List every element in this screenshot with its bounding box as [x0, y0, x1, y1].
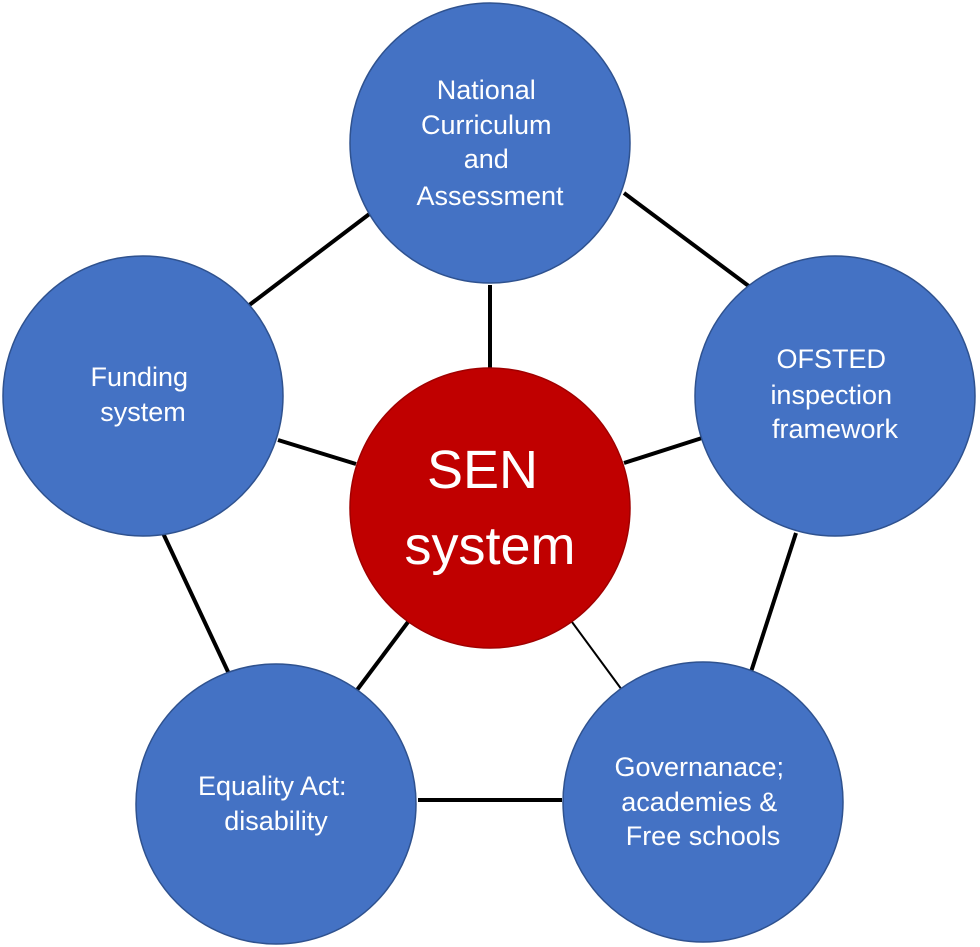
node-ofsted: OFSTED inspection framework: [694, 255, 976, 537]
connector-curriculum-ofsted: [622, 191, 752, 289]
connector-center-equality: [355, 620, 410, 692]
node-ofsted-label: OFSTED inspection framework: [770, 344, 899, 444]
outer-connectors: [160, 191, 798, 802]
node-governance: Governanace; academies & Free schools: [562, 661, 844, 943]
connector-equality-funding: [160, 530, 232, 677]
node-funding-label: Funding system: [90, 362, 195, 427]
node-center: SEN system: [349, 367, 631, 649]
node-curriculum-label: National Curriculum and Assessment: [416, 75, 564, 211]
node-funding: Funding system: [2, 255, 284, 537]
connector-center-governance: [571, 621, 623, 691]
connector-ofsted-governance: [748, 532, 798, 676]
node-governance-label: Governanace; academies & Free schools: [614, 752, 791, 851]
connector-center-ofsted: [623, 436, 703, 465]
connector-center-funding: [277, 438, 357, 466]
center-label: SEN system: [404, 440, 575, 576]
node-curriculum: National Curriculum and Assessment: [349, 2, 631, 284]
connector-funding-curriculum: [246, 210, 374, 308]
node-equality: Equality Act: disability: [135, 663, 417, 945]
spoke-connectors: [277, 285, 703, 692]
node-equality-label: Equality Act: disability: [198, 771, 354, 836]
